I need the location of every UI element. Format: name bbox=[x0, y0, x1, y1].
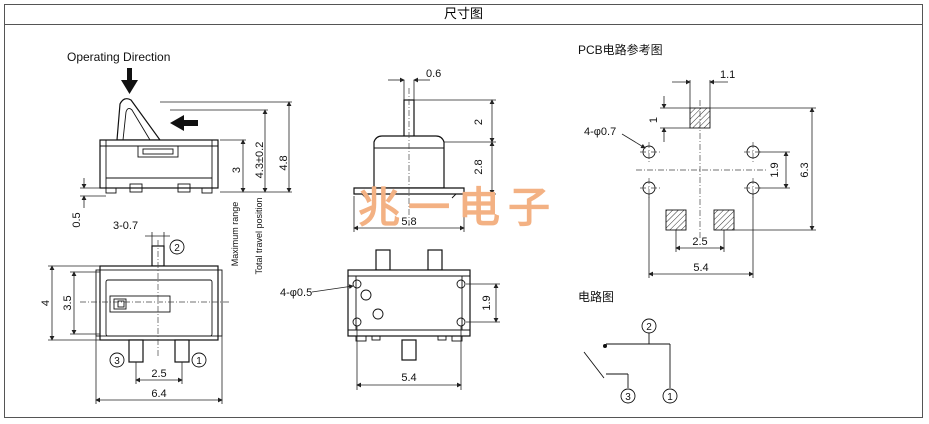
dim-bottom-width: 5.4 bbox=[401, 372, 416, 384]
dim-lever-pitch: 3-0.7 bbox=[113, 220, 138, 232]
pcb-pad-left bbox=[665, 209, 687, 231]
top-pin-1 bbox=[174, 339, 190, 363]
dim-actuator-height: 2 bbox=[473, 119, 485, 125]
pcb-title: PCB电路参考图 bbox=[578, 42, 663, 57]
dim-top-width: 6.4 bbox=[151, 388, 166, 400]
dim-pad-height: 1 bbox=[648, 117, 660, 123]
max-range-label: Maximum range bbox=[230, 202, 240, 267]
dim-hole-pitch: 1.9 bbox=[769, 162, 781, 177]
operating-direction-label: Operating Direction bbox=[67, 50, 170, 64]
side-view: Operating Direction bbox=[67, 50, 292, 275]
dim-total-height: 4.8 bbox=[278, 155, 290, 170]
dim-pcb-total-height: 6.3 bbox=[799, 162, 811, 177]
down-arrow-icon bbox=[121, 68, 138, 94]
dim-top-height-outer: 4 bbox=[40, 300, 52, 306]
dim-pad-width: 1.1 bbox=[720, 69, 735, 81]
circuit-pin-2-label: 2 bbox=[646, 322, 652, 333]
bottom-body bbox=[347, 269, 471, 337]
sheet-border bbox=[4, 4, 923, 418]
circuit-pin-3-label: 3 bbox=[625, 392, 631, 403]
dim-travel: 4.3±0.2 bbox=[254, 142, 266, 179]
sheet-title: 尺寸图 bbox=[4, 4, 923, 25]
bottom-view: 4-φ0.5 1.9 5.4 bbox=[280, 249, 500, 390]
circuit-title: 电路图 bbox=[578, 289, 614, 304]
top-pin-3 bbox=[128, 339, 144, 363]
dim-front-width: 5.8 bbox=[401, 216, 416, 228]
top-view: 3-0.7 2 3 1 bbox=[40, 220, 230, 404]
total-travel-label: Total travel position bbox=[254, 197, 264, 274]
bottom-pin-top-left bbox=[375, 249, 391, 271]
pin-1-label: 1 bbox=[196, 356, 202, 367]
bottom-pin-top-right bbox=[427, 249, 443, 271]
dim-bottom-holes: 4-φ0.5 bbox=[280, 287, 312, 299]
watermark-text: 兆一电子 bbox=[358, 183, 558, 232]
circuit-diagram: 电路图 2 3 1 bbox=[578, 289, 678, 404]
dim-pcb-holes: 4-φ0.7 bbox=[584, 126, 616, 138]
switch-body bbox=[99, 139, 219, 189]
dim-pin-pitch: 2.5 bbox=[151, 368, 166, 380]
dim-pad-pitch: 2.5 bbox=[692, 236, 707, 248]
pcb-layout: PCB电路参考图 1.1 bbox=[578, 42, 816, 278]
dim-top-height-inner: 3.5 bbox=[62, 295, 74, 310]
front-view: 0.6 2 2.8 5.8 bbox=[353, 68, 496, 232]
dim-base: 0.5 bbox=[71, 212, 83, 227]
bottom-pin-center bbox=[401, 339, 417, 361]
dim-actuator-width: 0.6 bbox=[426, 68, 441, 80]
dim-body-height: 3 bbox=[231, 167, 243, 173]
top-body bbox=[99, 265, 219, 341]
pcb-pad-right bbox=[713, 209, 735, 231]
pin-2-label: 2 bbox=[174, 243, 180, 254]
circuit-pin-1-label: 1 bbox=[667, 392, 673, 403]
circuit-pin-1-marker bbox=[662, 388, 678, 404]
dim-front-body-height: 2.8 bbox=[473, 159, 485, 174]
dim-pcb-width: 5.4 bbox=[693, 262, 708, 274]
circuit-pin-3-marker bbox=[620, 388, 636, 404]
left-arrow-icon bbox=[170, 115, 198, 131]
switch-contact bbox=[583, 351, 605, 379]
pin-3-label: 3 bbox=[114, 356, 120, 367]
dim-bottom-height: 1.9 bbox=[481, 295, 493, 310]
